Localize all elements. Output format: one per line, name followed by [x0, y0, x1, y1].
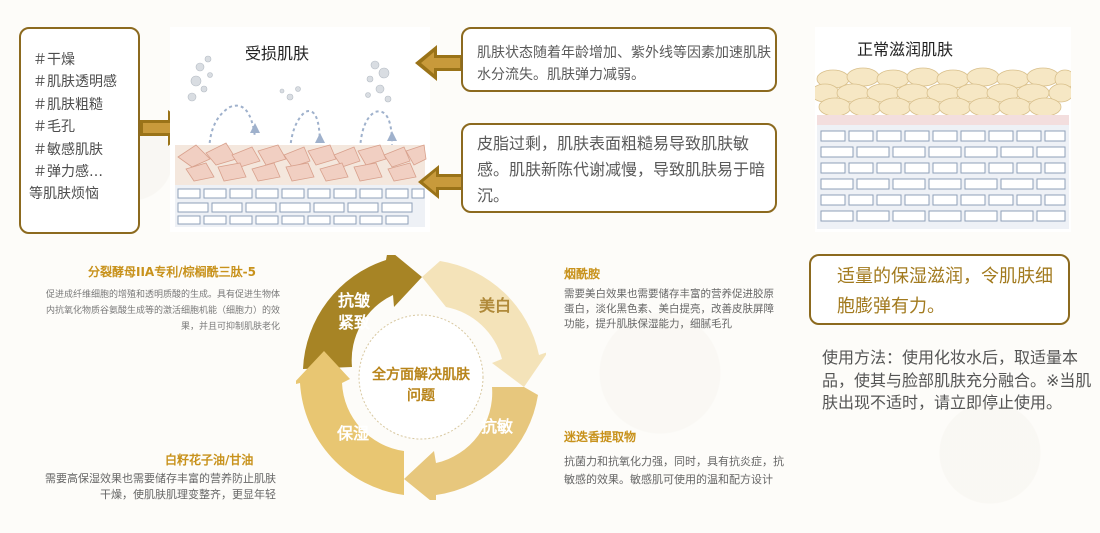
segment-label-antiwrinkle: 抗皱紧致 — [337, 291, 370, 332]
cycle-center-label: 全方面解决肌肤问题 — [372, 367, 470, 404]
ingredient-title: 白籽花子油/甘油 — [165, 453, 254, 467]
ingredient-description: 需要高保湿效果也需要储存丰富的营养防止肌肤干燥，使肌肤肌理变整齐，更显年轻 — [45, 472, 276, 501]
segment-label-moisture: 保湿 — [336, 424, 369, 443]
moisture-text: 适量的保湿滋润，令肌肤细胞膨弹有力。 — [837, 266, 1053, 317]
usage-instructions: 使用方法：使用化妆水后，取适量本品，使其与脸部肌肤充分融合。※当肌肤出现不适时，… — [822, 348, 1092, 412]
skin-concern-tags: ＃干燥 ＃肌肤透明感 ＃肌肤粗糙 ＃毛孔 ＃敏感肌肤 ＃弹力感… 等肌肤烦恼 — [19, 27, 140, 234]
sebum-info-text: 皮脂过剩，肌肤表面粗糙易导致肌肤敏感。肌肤新陈代谢减慢，导致肌肤易于暗沉。 — [477, 134, 766, 205]
aging-info-text: 肌肤状态随着年龄增加、紫外线等因素加速肌肤水分流失。肌肤弹力减弱。 — [477, 45, 771, 83]
moisture-box: 适量的保湿滋润，令肌肤细胞膨弹有力。 — [809, 254, 1070, 325]
segment-antiwrinkle — [303, 255, 422, 369]
aging-info-box: 肌肤状态随着年龄增加、紫外线等因素加速肌肤水分流失。肌肤弹力减弱。 — [461, 27, 777, 92]
segment-label-whitening: 美白 — [478, 296, 511, 315]
normal-skin-illustration — [810, 27, 1076, 232]
normal-skin-graphic — [810, 67, 1076, 229]
segment-whitening — [422, 261, 546, 387]
ingredient-description: 需要美白效果也需要储存丰富的营养促进胶原蛋白，淡化黑色素、美白提亮，改善皮肤屏障… — [564, 288, 774, 330]
tag-item: ＃肌肤粗糙 — [33, 96, 103, 113]
segment-antisensitive — [404, 387, 538, 500]
tag-item: 等肌肤烦恼 — [29, 186, 99, 203]
ingredient-description: 抗菌力和抗氧化力强，同时，具有抗炎症，抗敏感的效果。敏感肌可使用的温和配方设计 — [564, 455, 784, 486]
damaged-skin-graphic — [175, 55, 427, 227]
tag-item: ＃肌肤透明感 — [33, 74, 117, 91]
sebum-info-box: 皮脂过剩，肌肤表面粗糙易导致肌肤敏感。肌肤新陈代谢减慢，导致肌肤易于暗沉。 — [461, 123, 777, 213]
damaged-skin-title: 受损肌肤 — [245, 44, 310, 63]
segment-moisture — [296, 351, 404, 495]
normal-skin-title: 正常滋润肌肤 — [857, 40, 954, 59]
arrow-left-icon — [418, 165, 464, 199]
tag-item: ＃弹力感… — [33, 164, 103, 181]
tag-item: ＃敏感肌肤 — [33, 141, 103, 158]
damaged-skin-illustration — [170, 27, 430, 232]
arrow-left-icon — [415, 45, 463, 81]
ingredient-description: 促进成纤维细胞的增殖和透明质酸的生成。具有促进生物体内抗氧化物质谷氨酸生成等的激… — [45, 290, 280, 332]
segment-label-antisensitive: 抗敏 — [480, 417, 513, 436]
ingredient-title: 烟酰胺 — [564, 267, 601, 281]
ingredient-title: 迷迭香提取物 — [564, 430, 637, 444]
ingredient-title: 分裂酵母IIA专利/棕榈酰三肽-5 — [88, 265, 256, 279]
benefit-cycle-diagram — [296, 255, 546, 500]
tag-item: ＃毛孔 — [33, 119, 75, 136]
tag-item: ＃干燥 — [33, 52, 75, 68]
